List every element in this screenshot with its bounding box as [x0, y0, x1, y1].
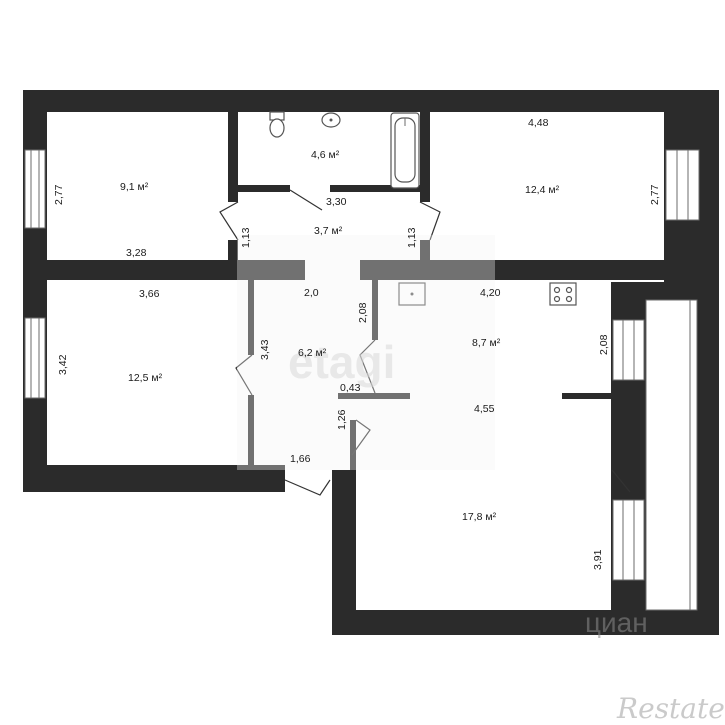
window-right-top [665, 149, 700, 221]
living-dim-h: 4,55 [474, 403, 495, 415]
corridor-dim-v: 3,43 [259, 339, 271, 360]
restate-watermark: Restate [616, 692, 725, 725]
bath-bottom-wall-a [238, 185, 290, 192]
kitchen-left-wall [372, 280, 378, 340]
door-room-tl [219, 201, 239, 241]
mid-wall-right [360, 260, 664, 280]
door-balcony [611, 469, 631, 493]
balcony-glazing [645, 299, 698, 611]
door-room-ml [235, 354, 253, 396]
bathtub-icon [390, 112, 420, 189]
window-living [612, 499, 645, 581]
window-left-top [24, 149, 46, 229]
room-ml-dim-h: 3,66 [139, 288, 160, 300]
kitchen-divider-right [562, 393, 612, 399]
door-bath [289, 189, 323, 211]
corridor-dim-small: 0,43 [340, 382, 361, 394]
mid-wall-left [47, 260, 305, 280]
kitchen-dim-v-right: 2,08 [598, 334, 610, 355]
fixtures [269, 111, 577, 306]
window-left-bottom [24, 317, 46, 399]
room-tr-area: 12,4 м² [525, 184, 560, 196]
kitchen-dim-v-left: 2,08 [357, 302, 369, 323]
wall-tl-hall [228, 112, 238, 202]
etagi-watermark: etagi [288, 336, 395, 388]
door-kitchen [359, 339, 376, 394]
kitchen-dim-top: 4,20 [480, 287, 501, 299]
stove-icon [549, 282, 577, 306]
room-tr-dim-top: 4,48 [528, 117, 549, 129]
toilet-icon [269, 111, 285, 138]
windows [24, 149, 700, 611]
room-tr-dim-v: 2,77 [649, 184, 661, 205]
outer-wall-bottom [332, 610, 719, 635]
corridor-area: 6,2 м² [298, 347, 327, 359]
watermarks: etagi циан Restate [237, 235, 725, 725]
hall-area: 3,7 м² [314, 225, 343, 237]
living-left-wall [332, 470, 356, 635]
corridor-dim-door: 1,26 [336, 409, 348, 430]
room-tl-dim-h: 3,28 [126, 247, 147, 259]
wall-tl-hall-low [228, 240, 238, 260]
door-room-tr [419, 201, 441, 241]
outer-wall-right-lower [697, 290, 719, 635]
kitchen-area: 8,7 м² [472, 337, 501, 349]
corridor-right-wall-low [350, 420, 356, 470]
etagi-watermark-panel [237, 235, 495, 470]
window-kitchen [612, 319, 645, 381]
cian-watermark: циан [585, 607, 648, 638]
corridor-dim-top: 2,0 [304, 287, 319, 299]
room-tl-dim-v: 2,77 [53, 184, 65, 205]
hall-dim-v-left: 1,13 [240, 227, 252, 248]
bath-bottom-wall-b [330, 185, 420, 192]
corridor-dim-bottom: 1,66 [290, 453, 311, 465]
room-ml-area: 12,5 м² [128, 372, 163, 384]
kitchen-sink-icon [398, 282, 426, 306]
hall-dim-h: 3,30 [326, 196, 347, 208]
door-living [351, 419, 371, 456]
corridor-left-wall-bottom [248, 395, 254, 465]
outer-wall-bottom-left [23, 465, 285, 492]
sink-icon [321, 112, 341, 128]
doors [219, 189, 631, 496]
wall-bath-tr [420, 112, 430, 202]
bath-area: 4,6 м² [311, 149, 340, 161]
wall-bath-tr-low [420, 240, 430, 260]
living-area: 17,8 м² [462, 511, 497, 523]
outer-wall-top [23, 90, 719, 112]
living-dim-v: 3,91 [592, 549, 604, 570]
hall-dim-v-right: 1,13 [406, 227, 418, 248]
room-ml-dim-v: 3,42 [57, 354, 69, 375]
room-tl-area: 9,1 м² [120, 181, 149, 193]
kitchen-divider-left [338, 393, 410, 399]
corridor-left-wall-top [248, 280, 254, 355]
door-entrance [284, 479, 331, 496]
